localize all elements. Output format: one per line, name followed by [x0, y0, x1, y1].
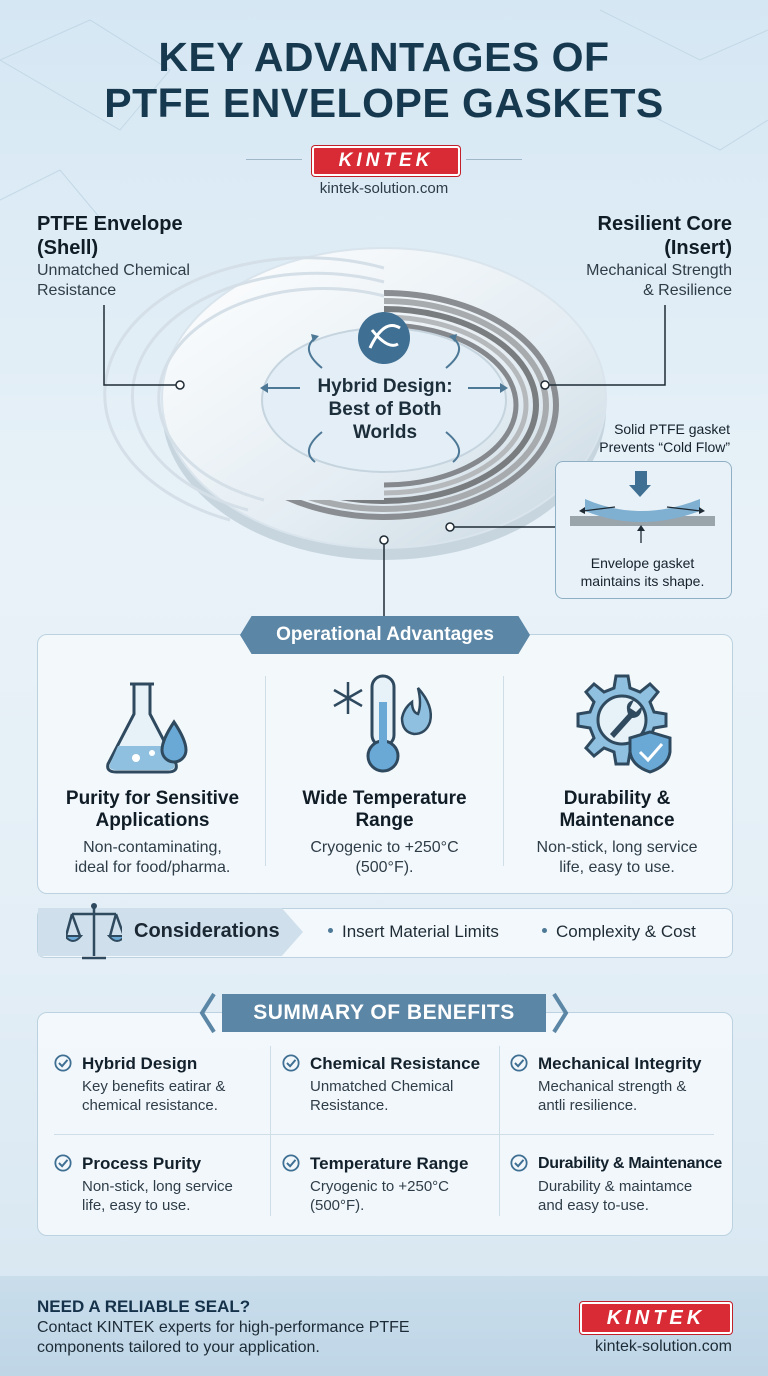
summary-item-durability [510, 1154, 528, 1177]
summary-title: Temperature Range [310, 1154, 469, 1173]
consideration-item: Insert Material Limits [328, 922, 499, 942]
considerations-band [38, 908, 303, 956]
column-divider [265, 676, 266, 866]
footer-brand-logo: KINTEK [580, 1302, 732, 1334]
ptfe-envelope-label: PTFE Envelope(Shell) [37, 213, 183, 259]
summary-desc: Key benefits eatirar &chemical resistanc… [82, 1078, 226, 1114]
check-icon [282, 1154, 300, 1172]
footer-site-url[interactable]: kintek-solution.com [595, 1338, 732, 1355]
balance-scale-icon [66, 903, 122, 960]
op-item-2-desc: Cryogenic to +250°C(500°F). [310, 839, 459, 876]
hybrid-icon [358, 312, 410, 364]
snowflake-icon [333, 682, 363, 714]
background-network [0, 9, 768, 231]
gear-wrench-shield-icon [576, 674, 672, 774]
ptfe-grooves [103, 256, 385, 522]
footer-text: Contact KINTEK experts for high-performa… [37, 1319, 410, 1356]
brand-logo: KINTEK [312, 146, 460, 176]
check-icon [282, 1054, 300, 1072]
summary-ribbon-chevrons [199, 992, 569, 1034]
divider-right [466, 159, 522, 160]
thermometer-icon [333, 674, 432, 773]
title-line-1: KEY ADVANTAGES OF [158, 34, 610, 80]
summary-item-chemical [282, 1054, 300, 1077]
check-icon [510, 1154, 528, 1172]
column-divider [503, 676, 504, 866]
cold-flow-illustration [570, 471, 715, 543]
summary-item-temperature [282, 1154, 300, 1177]
site-url[interactable]: kintek-solution.com [319, 180, 449, 197]
summary-title: Mechanical Integrity [538, 1054, 702, 1073]
check-icon [510, 1054, 528, 1072]
consideration-item: Complexity & Cost [542, 922, 696, 942]
summary-item-purity [54, 1154, 72, 1177]
flame-icon [400, 687, 432, 736]
summary-title: Durability & Maintenance [538, 1155, 722, 1172]
flask-droplet-icon [106, 682, 188, 774]
footer-title: NEED A RELIABLE SEAL? [37, 1297, 251, 1316]
resilient-core-label: Resilient Core(Insert) [597, 213, 732, 259]
summary-panel [37, 1012, 733, 1236]
considerations-heading: Considerations [134, 920, 280, 942]
check-icon [54, 1154, 72, 1172]
summary-desc: Mechanical strength &antli resilience. [538, 1078, 687, 1114]
op-item-1-desc: Non-contaminating,ideal for food/pharma. [74, 839, 231, 876]
summary-desc: Cryogenic to +250°C(500°F). [310, 1178, 449, 1214]
summary-row-divider [54, 1134, 714, 1135]
resilient-core-desc: Mechanical Strength& Resilience [586, 262, 732, 299]
check-icon [54, 1054, 72, 1072]
page-title: KEY ADVANTAGES OF PTFE ENVELOPE GASKETS [0, 34, 768, 126]
title-line-2: PTFE ENVELOPE GASKETS [104, 80, 664, 126]
operational-heading: Operational Advantages [240, 616, 530, 654]
summary-divider [499, 1046, 500, 1216]
summary-title: Chemical Resistance [310, 1054, 481, 1073]
op-item-3-title: Durability &Maintenance [559, 788, 675, 831]
summary-item-hybrid [54, 1054, 72, 1077]
divider-left [246, 159, 302, 160]
summary-heading: SUMMARY OF BENEFITS [222, 994, 546, 1032]
summary-item-mechanical [510, 1054, 528, 1077]
summary-divider [270, 1046, 271, 1216]
summary-title: Hybrid Design [82, 1054, 198, 1073]
summary-title: Process Purity [82, 1154, 202, 1173]
gasket-diagram [103, 247, 666, 620]
